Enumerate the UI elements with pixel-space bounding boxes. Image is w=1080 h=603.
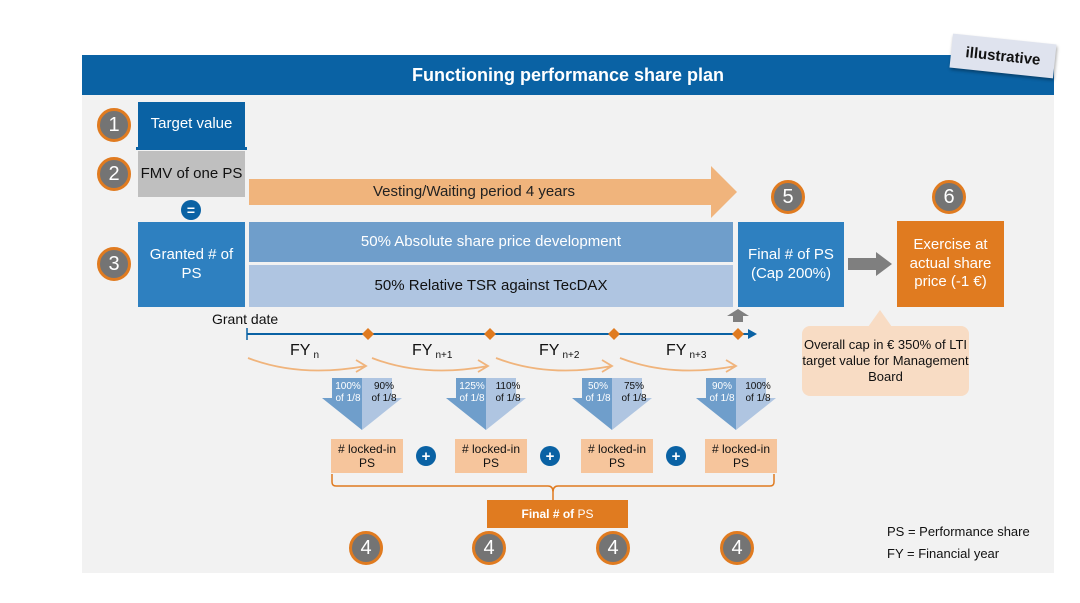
right-arrow-icon — [848, 252, 892, 276]
step-2-badge: 2 — [97, 157, 131, 191]
curve-arrow-2 — [371, 357, 490, 373]
timeline-milestone-2 — [484, 328, 496, 340]
final-ps-box: Final # of PS (Cap 200%) — [738, 222, 844, 307]
curve-arrow-4 — [619, 357, 738, 373]
step-3-badge: 3 — [97, 247, 131, 281]
vesting-arrow-icon — [249, 166, 737, 218]
absolute-tranche-percent: 125%of 1/8 — [459, 381, 485, 404]
relative-tranche-percent: 110%of 1/8 — [495, 381, 521, 404]
absolute-tranche-percent: 90%of 1/8 — [709, 381, 735, 404]
sum-brace — [331, 474, 775, 500]
callout-pointer — [868, 310, 892, 327]
curve-arrow-1 — [247, 357, 368, 373]
step-6-badge: 6 — [932, 180, 966, 214]
year-progress-arrows — [247, 357, 738, 373]
step-1-badge: 1 — [97, 108, 131, 142]
locked-in-ps-box: # locked-in PS — [581, 439, 653, 473]
equals-icon: = — [181, 200, 201, 220]
curve-arrow-3 — [495, 357, 614, 373]
timeline-milestone-3 — [608, 328, 620, 340]
legend-fy: FY = Financial year — [887, 546, 1000, 561]
step-4-badge: 4 — [349, 531, 383, 565]
tranche-arrow-icon — [446, 378, 526, 430]
plus-icon: + — [416, 446, 436, 466]
locked-in-ps-box: # locked-in PS — [705, 439, 777, 473]
relative-tranche-percent: 90%of 1/8 — [371, 381, 397, 404]
overall-cap-callout: Overall cap in € 350% of LTI target valu… — [802, 326, 969, 396]
step-5-badge: 5 — [771, 180, 805, 214]
tranche-arrow-icon — [322, 378, 402, 430]
relative-tranche-percent: 100%of 1/8 — [745, 381, 771, 404]
step-4-badge: 4 — [472, 531, 506, 565]
absolute-tranche-percent: 50%of 1/8 — [585, 381, 611, 404]
page-title: Functioning performance share plan — [82, 55, 1054, 95]
tranche-arrow-icon — [696, 378, 776, 430]
division-line — [136, 147, 247, 150]
tranche-arrow-icon — [572, 378, 652, 430]
vesting-period-label: Vesting/Waiting period 4 years — [372, 182, 576, 200]
plus-icon: + — [540, 446, 560, 466]
up-arrow-icon — [727, 309, 749, 322]
final-ps-total-box: Final # of PS — [487, 500, 628, 528]
grant-date-label: Grant date — [212, 311, 279, 327]
target-value-box: Target value — [138, 102, 245, 147]
locked-in-ps-box: # locked-in PS — [331, 439, 403, 473]
plus-icon: + — [666, 446, 686, 466]
step-4-badge: 4 — [720, 531, 754, 565]
absolute-tranche-percent: 100%of 1/8 — [335, 381, 361, 404]
timeline-milestone-1 — [362, 328, 374, 340]
legend-ps: PS = Performance share — [887, 524, 1030, 539]
relative-tranche-percent: 75%of 1/8 — [621, 381, 647, 404]
absolute-share-price-bar: 50% Absolute share price development — [249, 222, 733, 262]
relative-tsr-bar: 50% Relative TSR against TecDAX — [249, 265, 733, 307]
timeline-milestone-4 — [732, 328, 744, 340]
granted-ps-box: Granted # of PS — [138, 222, 245, 307]
timeline-axis — [246, 328, 757, 340]
locked-in-ps-box: # locked-in PS — [455, 439, 527, 473]
step-4-badge: 4 — [596, 531, 630, 565]
exercise-box: Exercise at actual share price (-1 €) — [897, 221, 1004, 307]
fmv-box: FMV of one PS — [138, 151, 245, 197]
